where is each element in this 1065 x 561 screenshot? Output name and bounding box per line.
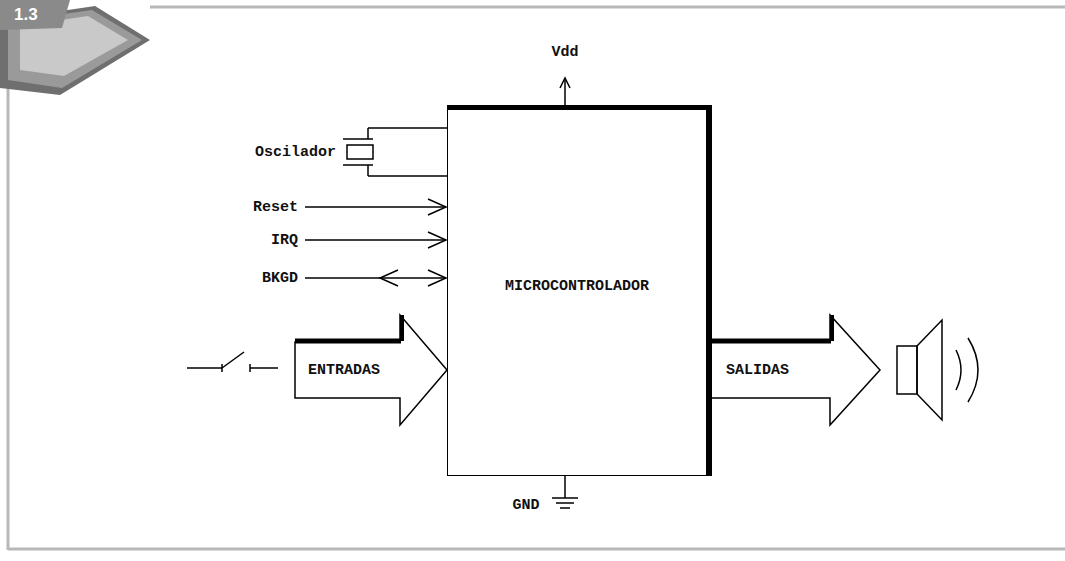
chip-badge [0,0,150,95]
signal-lines [305,199,446,286]
ground-symbol [552,475,578,508]
ground-label: GND [512,498,539,513]
vdd-arrowhead [560,78,570,88]
switch-symbol [187,352,278,372]
frame-line [150,6,1065,9]
signal-name: BKGD [262,271,298,286]
inputs-label: ENTRADAS [308,363,380,378]
section-number: 1.3 [14,6,38,23]
signal-name: IRQ [271,233,298,248]
speaker-symbol [897,320,978,420]
vdd-wire [564,80,566,105]
supply-label: Vdd [551,45,578,60]
signal-name: Reset [253,200,298,215]
oscillator-label: Oscilador [255,145,336,160]
crystal-symbol [343,128,447,176]
frame-line [8,548,1065,551]
outputs-arrow-shadow [830,315,834,341]
inputs-arrow [295,315,447,425]
microcontroller-box: MICROCONTROLADOR [447,105,712,476]
frame-line [7,88,10,550]
outputs-label: SALIDAS [726,363,789,378]
inputs-arrow-shadow [295,339,401,344]
inputs-arrow-shadow [400,315,404,341]
outputs-arrow-shadow [705,339,831,344]
box-title: MICROCONTROLADOR [505,278,649,295]
outputs-arrow [705,315,880,425]
